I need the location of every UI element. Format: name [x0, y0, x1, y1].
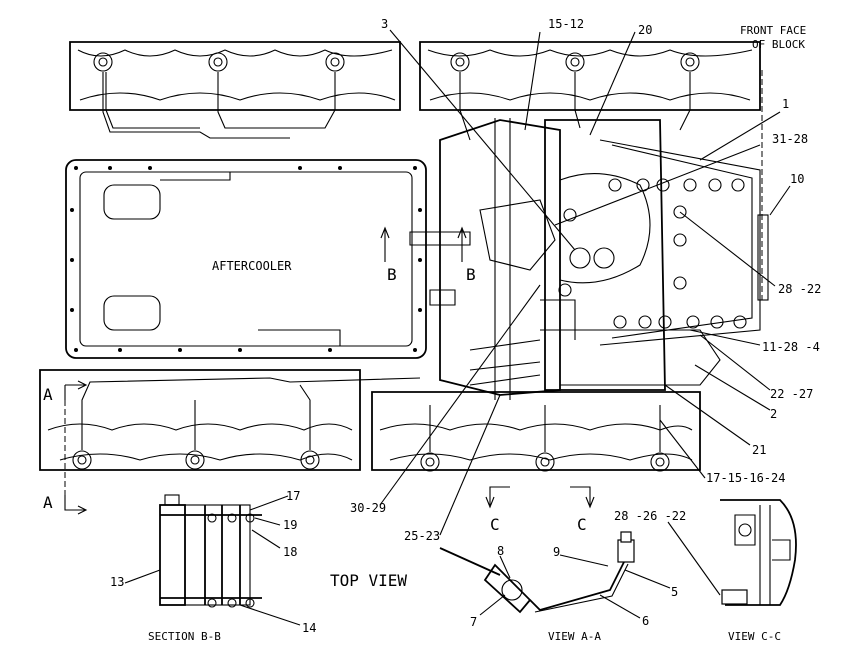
section-a-top-label: A [43, 385, 53, 404]
callout-8: 8 [497, 544, 504, 558]
callout-17-15-16-24: 17-15-16-24 [706, 471, 785, 485]
view-aa-caption: VIEW A-A [548, 630, 601, 643]
view-aa-detail [439, 531, 635, 614]
section-bb-detail [159, 494, 262, 608]
view-cc-detail [720, 499, 797, 606]
callout-10: 10 [790, 172, 804, 186]
upper-right-cylinder-head [419, 41, 763, 300]
callout-18: 18 [283, 545, 297, 559]
callout-7: 7 [470, 615, 477, 629]
section-c-right-label: C [577, 515, 587, 534]
callout-28-22: 28 -22 [778, 282, 821, 296]
callout-2: 2 [770, 407, 777, 421]
callout-5: 5 [671, 585, 678, 599]
fuel-manifold-assembly [409, 118, 769, 400]
view-cc-caption: VIEW C-C [728, 630, 781, 643]
section-c-markers [485, 486, 595, 509]
callout-14: 14 [302, 621, 316, 635]
callout-31-28: 31-28 [772, 132, 808, 146]
callout-28-26-22: 28 -26 -22 [614, 509, 686, 523]
callout-21: 21 [752, 443, 766, 457]
callout-6: 6 [642, 614, 649, 628]
top-view-title: TOP VIEW [330, 571, 407, 590]
callout-9: 9 [553, 545, 560, 559]
callout-3: 3 [381, 17, 388, 31]
callout-leader-lines [124, 29, 791, 626]
upper-left-cylinder-head [69, 41, 401, 139]
section-b-markers [380, 226, 467, 262]
callout-30-29: 30-29 [350, 501, 386, 515]
aftercooler-housing [65, 159, 427, 359]
lower-right-cylinder-head [371, 391, 701, 472]
section-c-left-label: C [490, 515, 500, 534]
section-a-bottom-label: A [43, 493, 53, 512]
callout-13: 13 [110, 575, 124, 589]
callout-22-27: 22 -27 [770, 387, 813, 401]
callout-17: 17 [286, 489, 300, 503]
section-b-left-label: B [387, 265, 397, 284]
section-bb-caption: SECTION B-B [148, 630, 221, 643]
callout-11-28-4: 11-28 -4 [762, 340, 820, 354]
callout-25-23: 25-23 [404, 529, 440, 543]
callout-19: 19 [283, 518, 297, 532]
callout-15-12: 15-12 [548, 17, 584, 31]
aftercooler-label: AFTERCOOLER [212, 259, 292, 273]
callout-20: 20 [638, 23, 652, 37]
callout-1: 1 [782, 97, 789, 111]
section-a-markers [64, 380, 88, 515]
front-face-label-line1: FRONT FACE [740, 24, 806, 37]
front-face-label-line2: OF BLOCK [752, 38, 805, 51]
section-b-right-label: B [466, 265, 476, 284]
lower-left-cylinder-head [39, 369, 421, 471]
